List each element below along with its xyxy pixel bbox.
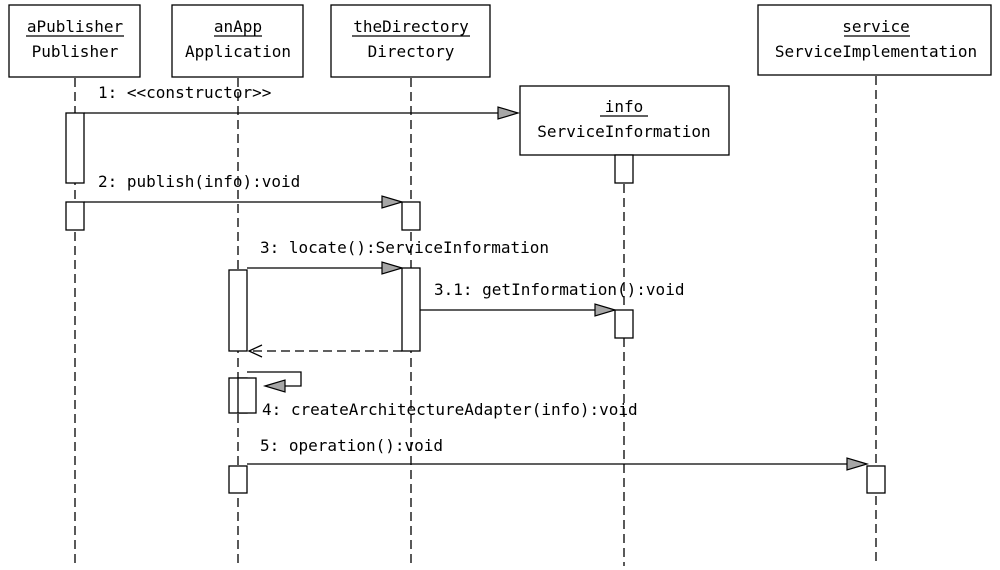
- activation-service: [866, 465, 886, 494]
- app-type-name: Application: [185, 42, 291, 61]
- activation-info-2: [614, 309, 634, 339]
- message-4-label: 4: createArchitectureAdapter(info):void: [262, 400, 638, 419]
- message-2-label: 2: publish(info):void: [98, 172, 300, 191]
- message-1-constructor: 1: <<constructor>>: [84, 83, 521, 120]
- participant-info: info ServiceInformation: [519, 85, 730, 156]
- directory-type-name: Directory: [368, 42, 455, 61]
- activation-app-3: [237, 377, 257, 414]
- participant-service: service ServiceImplementation: [757, 4, 992, 76]
- participant-directory: theDirectory Directory: [330, 4, 491, 78]
- message-3-1-getinformation: 3.1: getInformation():void: [420, 280, 684, 317]
- message-1-label: 1: <<constructor>>: [98, 83, 271, 102]
- message-2-publish: 2: publish(info):void: [84, 172, 405, 209]
- message-4-self-call: 4: createArchitectureAdapter(info):void: [247, 371, 638, 419]
- publisher-instance-name: aPublisher: [27, 17, 124, 36]
- message-3-1-label: 3.1: getInformation():void: [434, 280, 684, 299]
- message-5-operation: 5: operation():void: [247, 436, 870, 471]
- publisher-type-name: Publisher: [32, 42, 119, 61]
- activation-publisher-1: [65, 112, 85, 184]
- participant-publisher: aPublisher Publisher: [8, 4, 141, 78]
- service-instance-name: service: [842, 17, 909, 36]
- activation-directory-2: [401, 267, 421, 352]
- participant-app: anApp Application: [171, 4, 304, 78]
- activation-app-1: [228, 269, 248, 352]
- activation-directory-1: [401, 201, 421, 231]
- message-3-label: 3: locate():ServiceInformation: [260, 238, 549, 257]
- activation-publisher-2: [65, 201, 85, 231]
- directory-instance-name: theDirectory: [353, 17, 469, 36]
- info-instance-name: info: [605, 97, 644, 116]
- info-type-name: ServiceInformation: [537, 122, 710, 141]
- message-3-return: [247, 344, 402, 358]
- activation-app-4: [228, 465, 248, 494]
- service-type-name: ServiceImplementation: [775, 42, 977, 61]
- app-instance-name: anApp: [214, 17, 262, 36]
- activation-info-1: [614, 154, 634, 184]
- message-3-locate: 3: locate():ServiceInformation: [247, 238, 549, 275]
- message-5-label: 5: operation():void: [260, 436, 443, 455]
